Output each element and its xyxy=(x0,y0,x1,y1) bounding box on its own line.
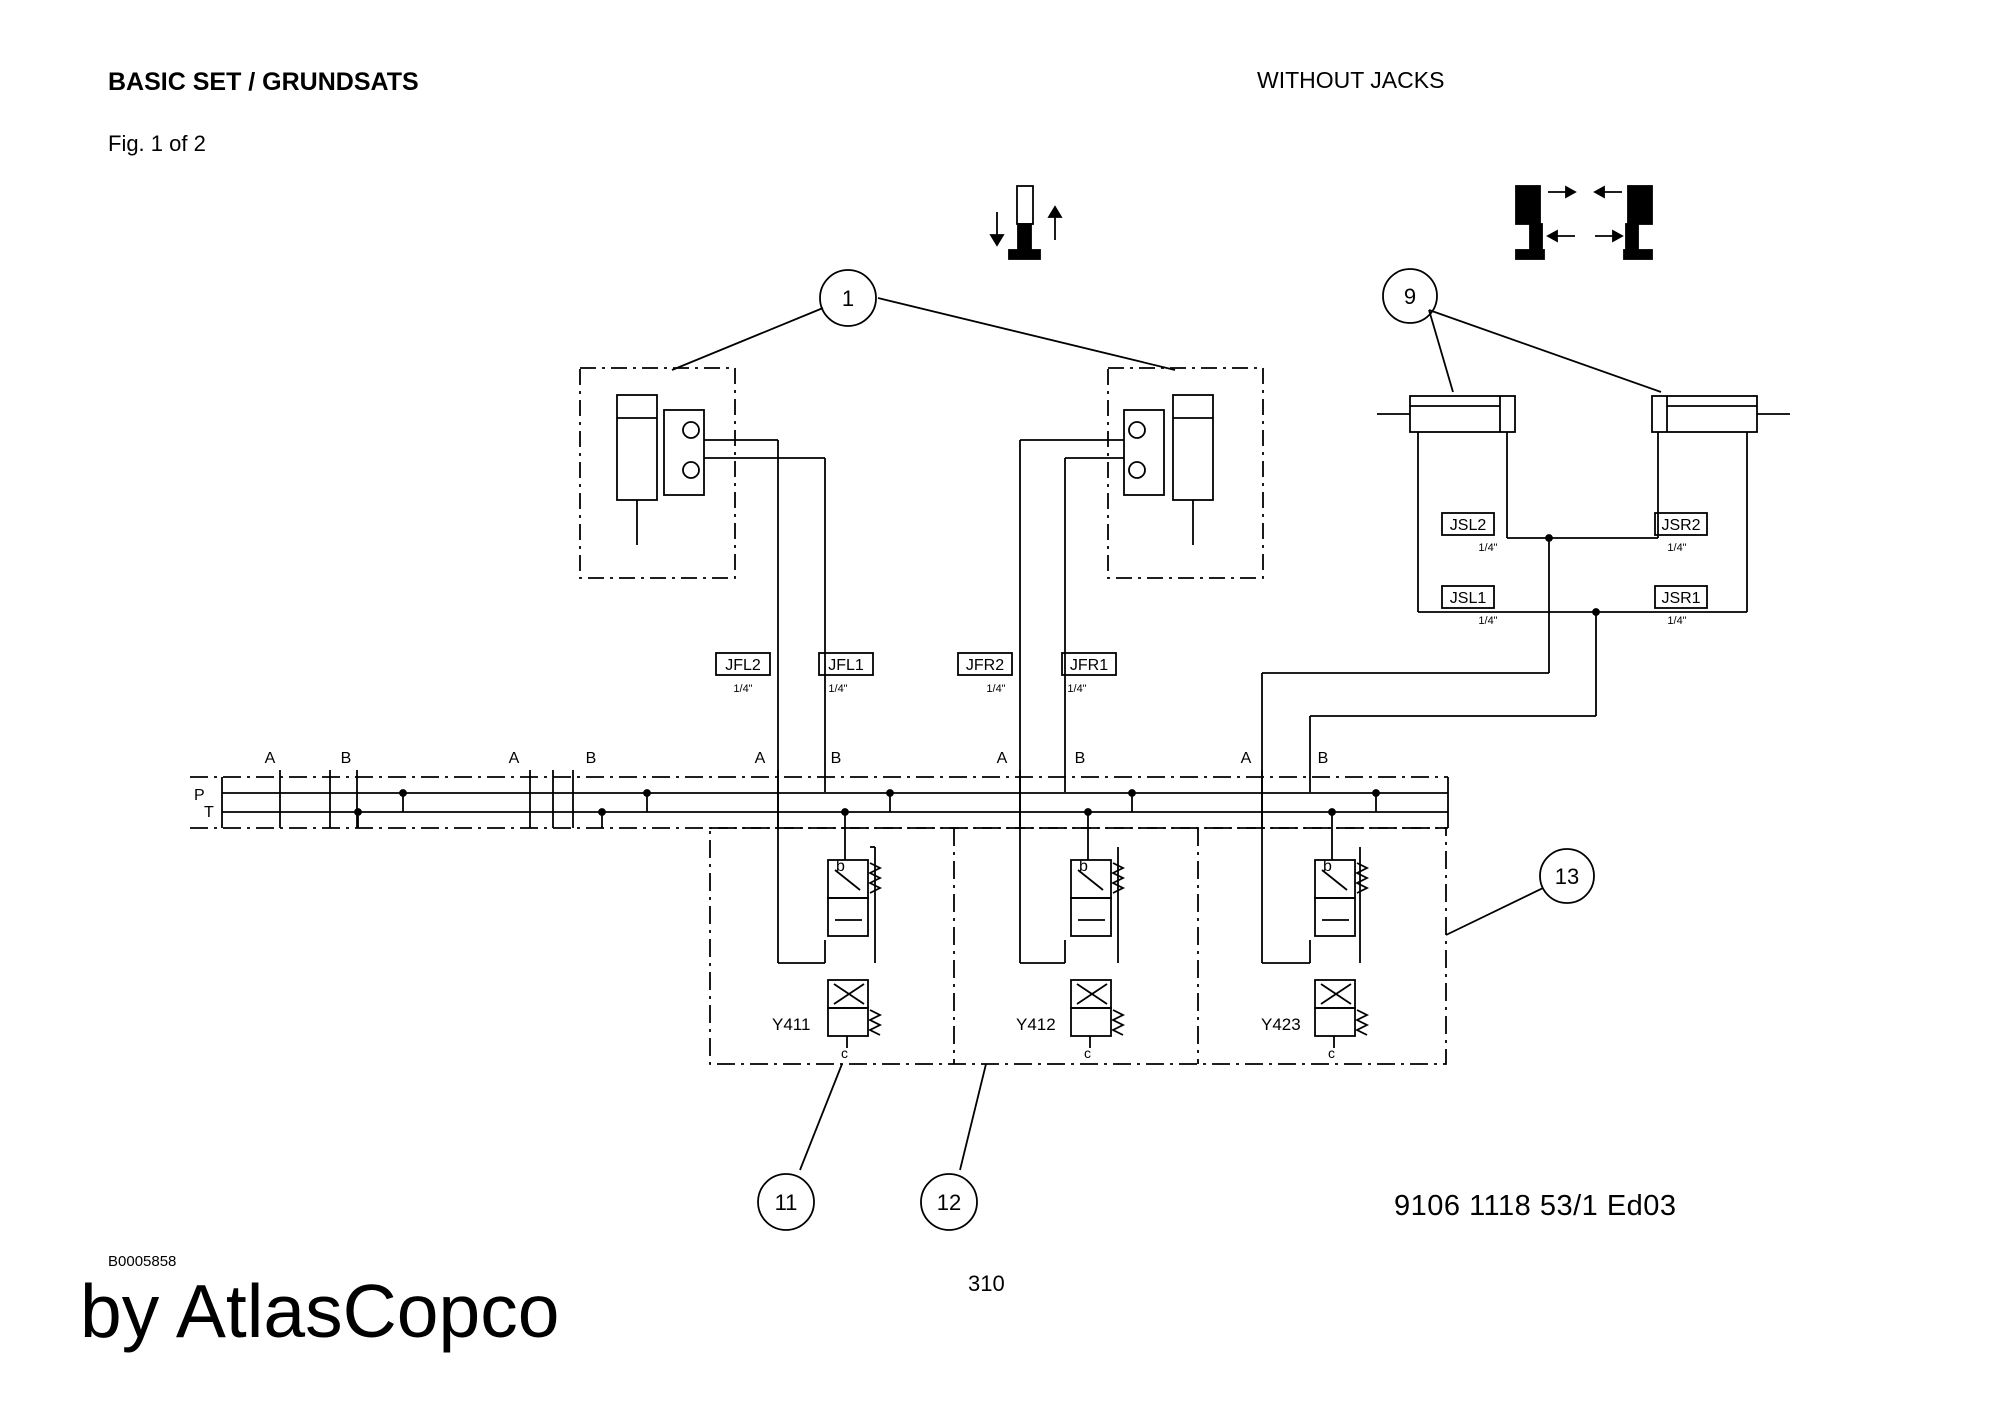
callout-11-label: 11 xyxy=(775,1190,798,1215)
valve-y412 xyxy=(1020,812,1126,1048)
page-number: 310 xyxy=(968,1271,1005,1296)
callout-1-label: 1 xyxy=(842,286,854,311)
page-title: BASIC SET / GRUNDSATS xyxy=(108,68,419,96)
callout-13 xyxy=(1539,848,1595,904)
port-size-label: 1/4" xyxy=(1067,683,1086,695)
valve-label-y423: Y423 xyxy=(1261,1015,1301,1034)
callout-9-label: 9 xyxy=(1404,284,1416,309)
port-letter-b: B xyxy=(1318,750,1329,767)
port-size-label: 1/4" xyxy=(733,683,752,695)
line-label-jsl1: JSL1 xyxy=(1450,590,1487,607)
port-size-label: 1/4" xyxy=(1667,542,1686,554)
valve-y423 xyxy=(1262,812,1370,1048)
valve-port-c: c xyxy=(841,1045,848,1061)
figure-label: Fig. 1 of 2 xyxy=(108,131,206,156)
port-letter-b: B xyxy=(831,750,842,767)
tank-line-label: T xyxy=(204,804,214,821)
callout-9 xyxy=(1382,268,1438,324)
page-subtitle: WITHOUT JACKS xyxy=(1257,67,1445,93)
document-number: 9106 1118 53/1 Ed03 xyxy=(1394,1190,1677,1222)
port-size-label: 1/4" xyxy=(986,683,1005,695)
valve-port-b: b xyxy=(1323,858,1332,875)
valve-port-b: b xyxy=(1079,858,1088,875)
brand-watermark: by AtlasCopco xyxy=(80,1269,560,1353)
valve-label-y411: Y411 xyxy=(772,1015,810,1034)
valve-port-b: b xyxy=(836,858,845,875)
line-label-jfr2: JFR2 xyxy=(966,657,1004,674)
port-letter-a: A xyxy=(1241,750,1252,767)
callout-1 xyxy=(819,269,877,327)
port-letter-a: A xyxy=(509,750,520,767)
horizontal-jacks-icon xyxy=(1515,185,1653,260)
line-label-jsl2: JSL2 xyxy=(1450,517,1487,534)
vertical-cylinder-icon xyxy=(989,185,1063,260)
valve-port-c: c xyxy=(1084,1045,1091,1061)
line-label-jfr1: JFR1 xyxy=(1070,657,1108,674)
port-letter-a: A xyxy=(755,750,766,767)
port-size-label: 1/4" xyxy=(1478,615,1497,627)
port-size-label: 1/4" xyxy=(828,683,847,695)
valve-manifold xyxy=(190,534,1600,829)
port-letter-b: B xyxy=(586,750,597,767)
line-label-jsr2: JSR2 xyxy=(1661,517,1700,534)
left-tilt-cylinder xyxy=(579,367,825,579)
callout-11 xyxy=(757,1173,815,1231)
port-letter-b: B xyxy=(1075,750,1086,767)
port-size-label: 1/4" xyxy=(1478,542,1497,554)
right-tilt-cylinder xyxy=(1020,367,1264,579)
jack-cylinders xyxy=(1261,395,1790,963)
port-size-label: 1/4" xyxy=(1667,615,1686,627)
port-letter-a: A xyxy=(265,750,276,767)
line-label-jfl2: JFL2 xyxy=(725,657,761,674)
line-label-jsr1: JSR1 xyxy=(1661,590,1700,607)
pressure-line-label: P xyxy=(194,787,205,804)
valve-y411 xyxy=(778,812,883,1048)
callout-13-label: 13 xyxy=(1555,864,1579,889)
callout-12 xyxy=(920,1173,978,1231)
document-code: B0005858 xyxy=(108,1253,177,1270)
valve-label-y412: Y412 xyxy=(1016,1015,1056,1034)
valve-port-c: c xyxy=(1328,1045,1335,1061)
port-letter-b: B xyxy=(341,750,352,767)
port-letter-a: A xyxy=(997,750,1008,767)
callout-12-label: 12 xyxy=(937,1190,961,1215)
line-label-jfl1: JFL1 xyxy=(828,657,864,674)
